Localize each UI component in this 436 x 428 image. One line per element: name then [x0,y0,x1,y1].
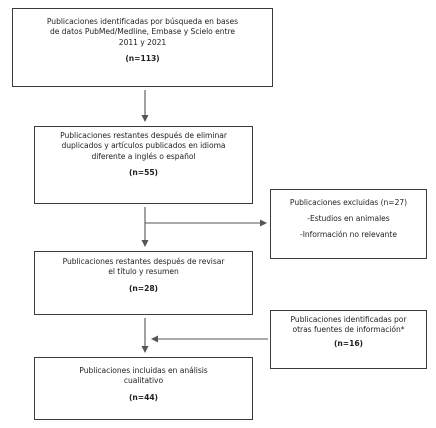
other-sources-box: Publicaciones identificadas por otras fu… [270,310,427,369]
after-screening-count: (n=28) [129,283,158,293]
after-duplicates-box: Publicaciones restantes después de elimi… [34,126,253,204]
after-screening-line-2: el título y resumen [108,267,179,277]
after-duplicates-line-2: duplicados y artículos publicados en idi… [61,141,226,151]
identified-count: (n=113) [125,54,160,64]
included-records-box: Publicaciones incluidas en análisis cual… [34,357,253,420]
excluded-reason-animals: -Estudios en animales [307,214,390,224]
after-duplicates-line-1: Publicaciones restantes después de elimi… [60,131,227,140]
included-line-2: cualitativo [123,376,164,386]
excluded-records-box: Publicaciones excluidas (n=27) -Estudios… [270,189,427,259]
after-duplicates-line-3: diferente a inglés o español [91,151,196,161]
excluded-reason-not-relevant: -Información no relevante [300,229,397,239]
included-count: (n=44) [129,392,158,402]
included-line-1: Publicaciones incluidas en análisis [79,366,208,375]
after-screening-line-1: Publicaciones restantes después de revis… [62,257,225,266]
identified-line-1: Publicaciones identificadas por búsqueda… [46,17,239,26]
after-duplicates-count: (n=55) [129,168,158,178]
other-sources-count: (n=16) [334,338,363,348]
other-sources-line-2: otras fuentes de información* [292,325,405,335]
excluded-title: Publicaciones excluidas (n=27) [289,198,408,207]
other-sources-line-1: Publicaciones identificadas por [290,315,407,324]
identified-line-3: 2011 y 2021 [118,37,167,47]
identified-records-box: Publicaciones identificadas por búsqueda… [12,8,273,87]
identified-line-2: de datos PubMed/Medline, Embase y Scielo… [50,27,235,37]
after-screening-box: Publicaciones restantes después de revis… [34,251,253,315]
